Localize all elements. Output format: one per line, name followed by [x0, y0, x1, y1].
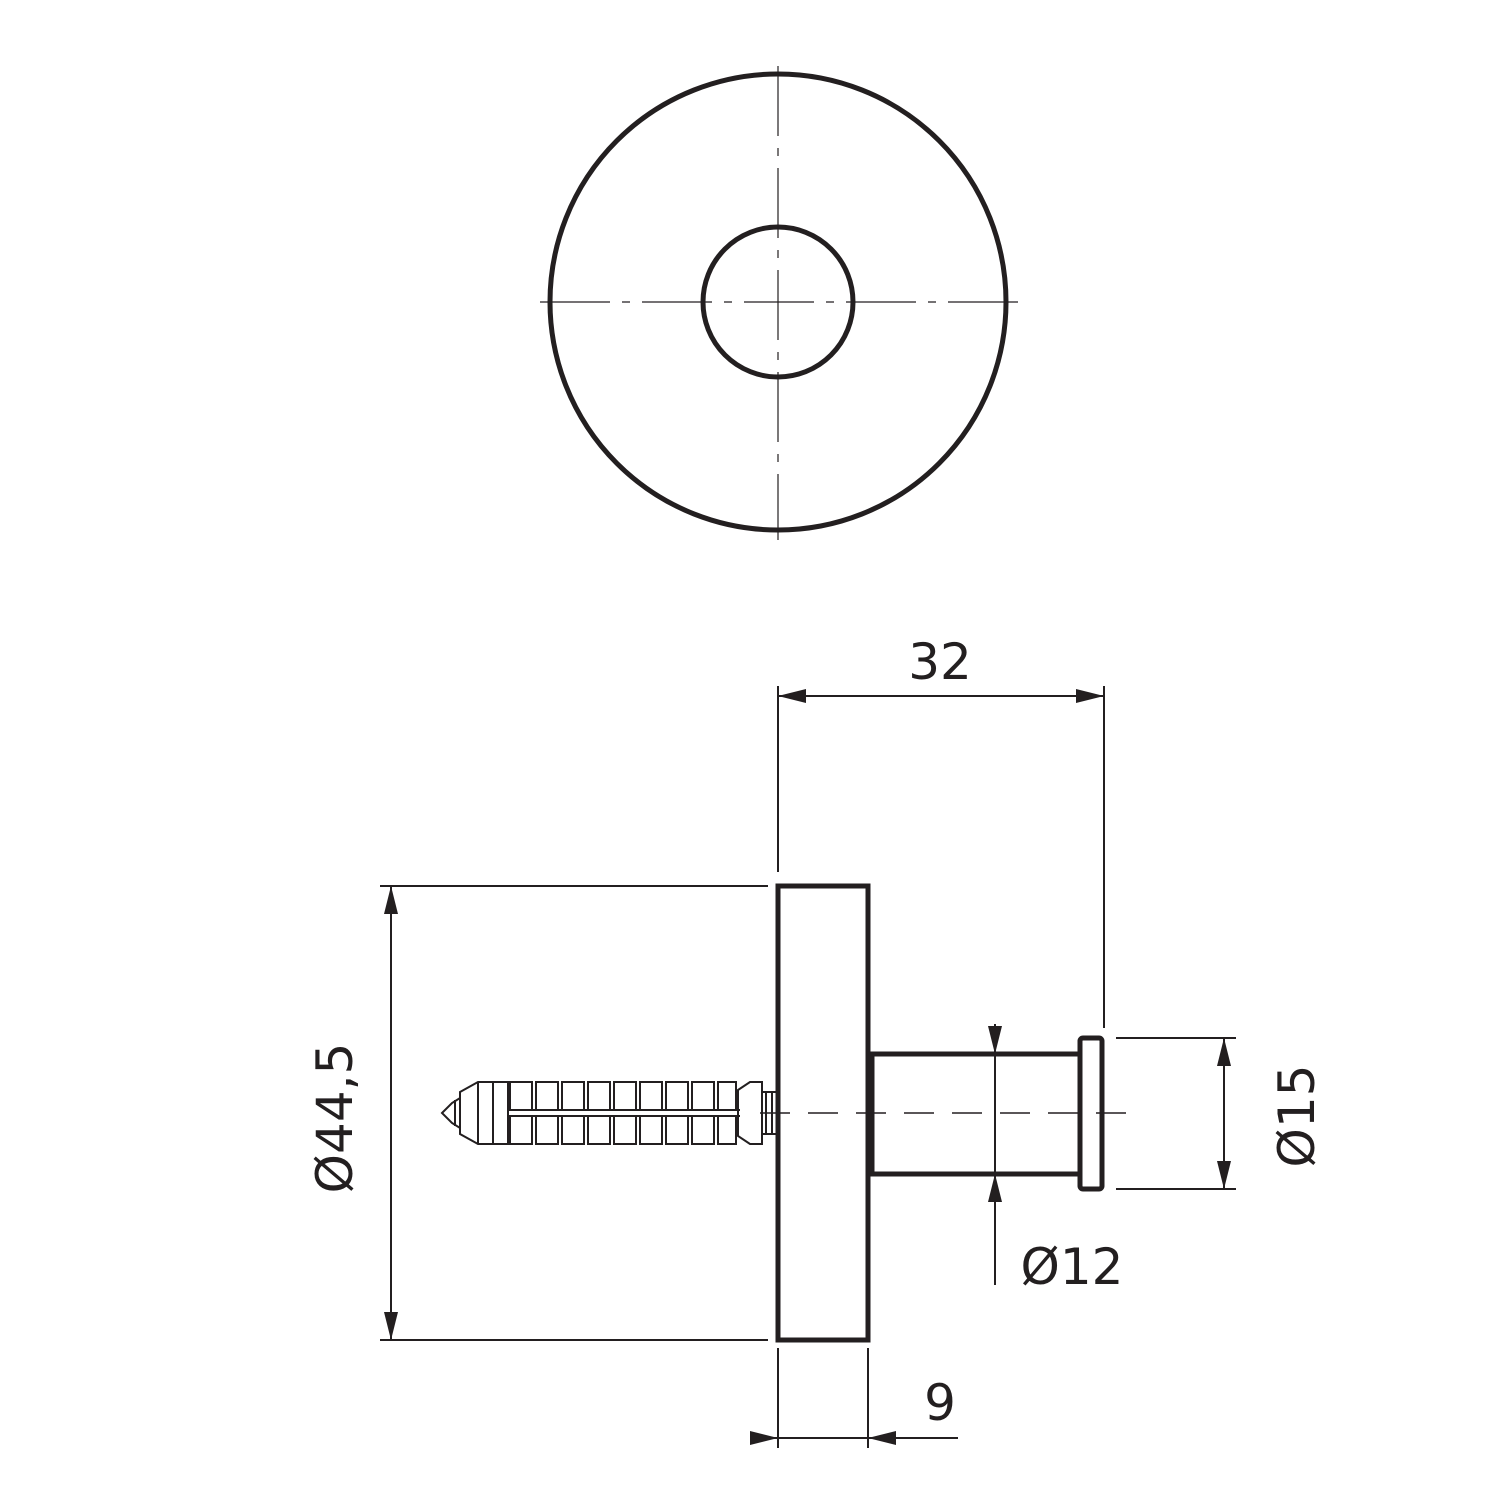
- dimension-label-15: Ø15: [1268, 1065, 1326, 1168]
- dimension-label-12: Ø12: [1021, 1238, 1124, 1296]
- dimension-stem-diameter: Ø12: [988, 1024, 1123, 1296]
- dimension-label-32: 32: [908, 633, 972, 691]
- front-view: [540, 66, 1018, 540]
- wall-plug: [440, 1081, 779, 1145]
- dimension-label-9: 9: [924, 1374, 956, 1432]
- dimension-rosette-diameter: Ø44,5: [306, 885, 768, 1341]
- side-view: [440, 883, 1132, 1343]
- dimension-rosette-thickness: 9: [750, 1348, 958, 1448]
- plug-nose: [459, 1081, 509, 1145]
- screw-tip: [440, 1096, 461, 1130]
- dimension-knob-diameter: Ø15: [1116, 1037, 1326, 1190]
- plug-collar: [737, 1081, 763, 1145]
- stem: [869, 1051, 1083, 1177]
- dimension-label-44-5: Ø44,5: [306, 1043, 364, 1194]
- dimension-overall-length: 32: [777, 633, 1105, 1028]
- plug-segments: [509, 1081, 737, 1145]
